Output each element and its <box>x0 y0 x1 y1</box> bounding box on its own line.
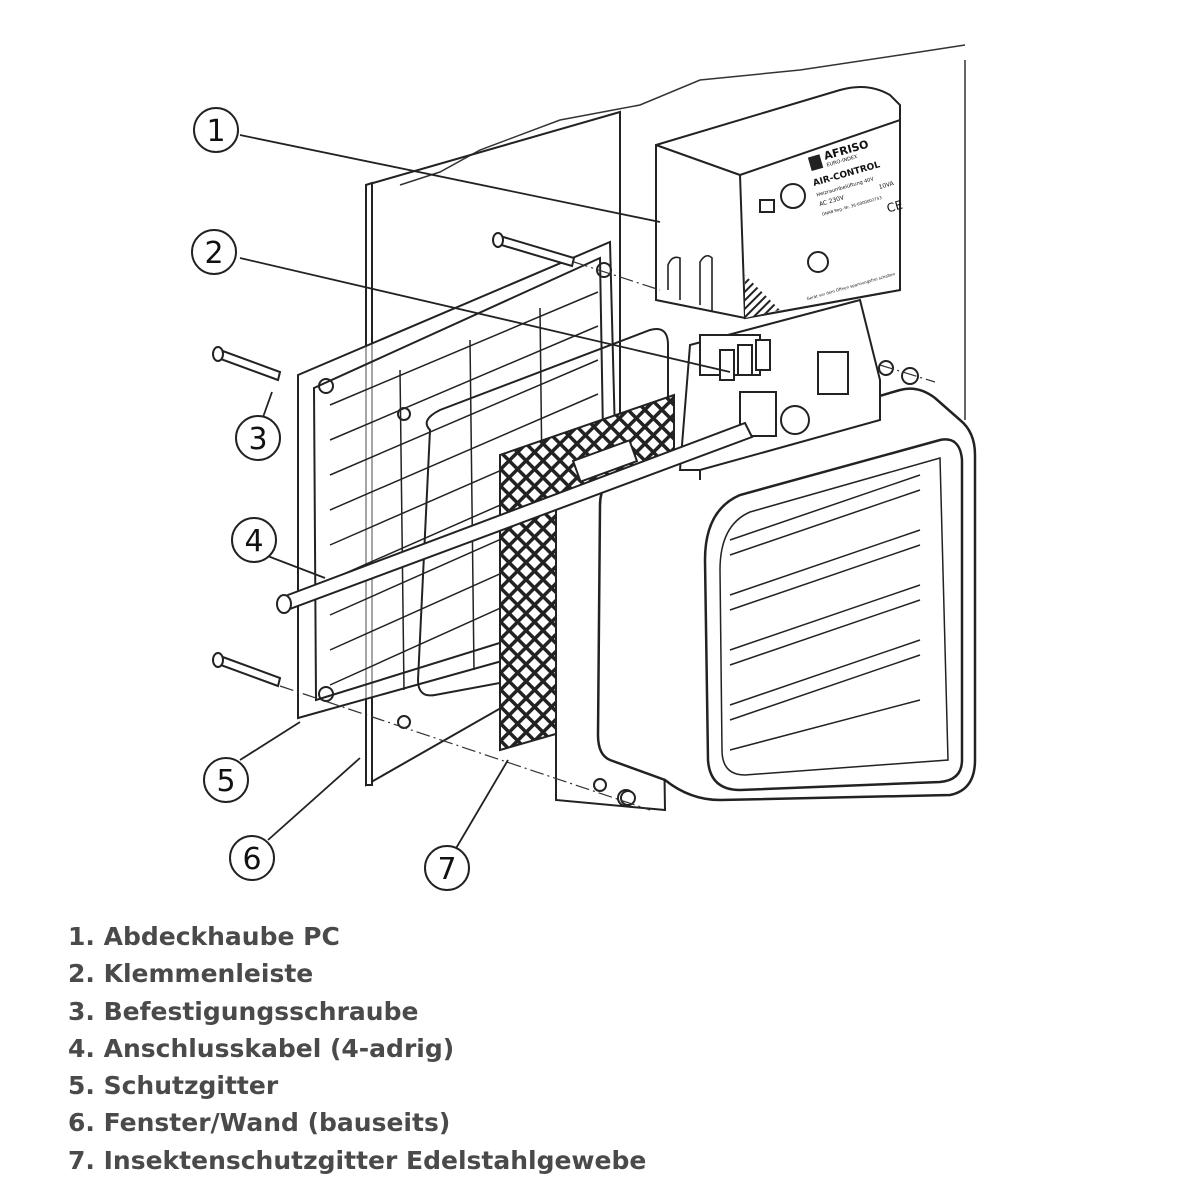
parts-legend: 1. Abdeckhaube PC 2. Klemmenleiste 3. Be… <box>68 918 646 1179</box>
callout-2: 2 <box>191 229 237 275</box>
callout-1: 1 <box>193 107 239 153</box>
legend-item-6: 6. Fenster/Wand (bauseits) <box>68 1108 451 1138</box>
callout-3: 3 <box>235 415 281 461</box>
screw-back <box>492 232 576 268</box>
callout-4: 4 <box>231 517 277 563</box>
callout-5-number: 5 <box>216 764 235 799</box>
cover-cap <box>655 85 901 320</box>
axis-lines <box>279 261 936 811</box>
callout-4-number: 4 <box>244 524 263 559</box>
leader-lines <box>239 134 731 851</box>
label-line-2b: 10VA <box>878 180 896 191</box>
legend-item-3: 3. Befestigungsschraube <box>68 996 419 1026</box>
callout-7-number: 7 <box>437 852 456 887</box>
legend-item-2: 2. Klemmenleiste <box>68 959 314 989</box>
fan-louvers <box>729 474 921 751</box>
legend-item-1: 1. Abdeckhaube PC <box>68 922 340 951</box>
legend-item-7: 7. Insektenschutzgitter Edelstahlgewebe <box>68 1145 647 1175</box>
callout-6: 6 <box>229 835 275 881</box>
screw-top <box>212 346 282 382</box>
exploded-assembly-diagram: AFRISO EURO-INDEX AIR-CONTROL Heizraumbe… <box>191 44 977 891</box>
legend-item-4: 4. Anschlusskabel (4-adrig) <box>68 1033 455 1063</box>
callout-2-number: 2 <box>204 236 223 271</box>
connection-cable <box>276 421 754 614</box>
screw-bottom <box>212 652 282 688</box>
legend-item-5: 5. Schutzgitter <box>68 1071 279 1101</box>
terminal-block-assembly <box>678 298 919 480</box>
callout-5: 5 <box>203 757 249 803</box>
callout-3-number: 3 <box>248 422 267 457</box>
wall-outline <box>399 44 966 420</box>
callout-6-number: 6 <box>242 842 261 877</box>
afriso-logo-icon <box>807 154 824 172</box>
callout-1-number: 1 <box>206 114 225 149</box>
fan-housing <box>596 387 977 802</box>
callout-7: 7 <box>424 845 470 891</box>
ce-mark: CE <box>885 198 904 216</box>
